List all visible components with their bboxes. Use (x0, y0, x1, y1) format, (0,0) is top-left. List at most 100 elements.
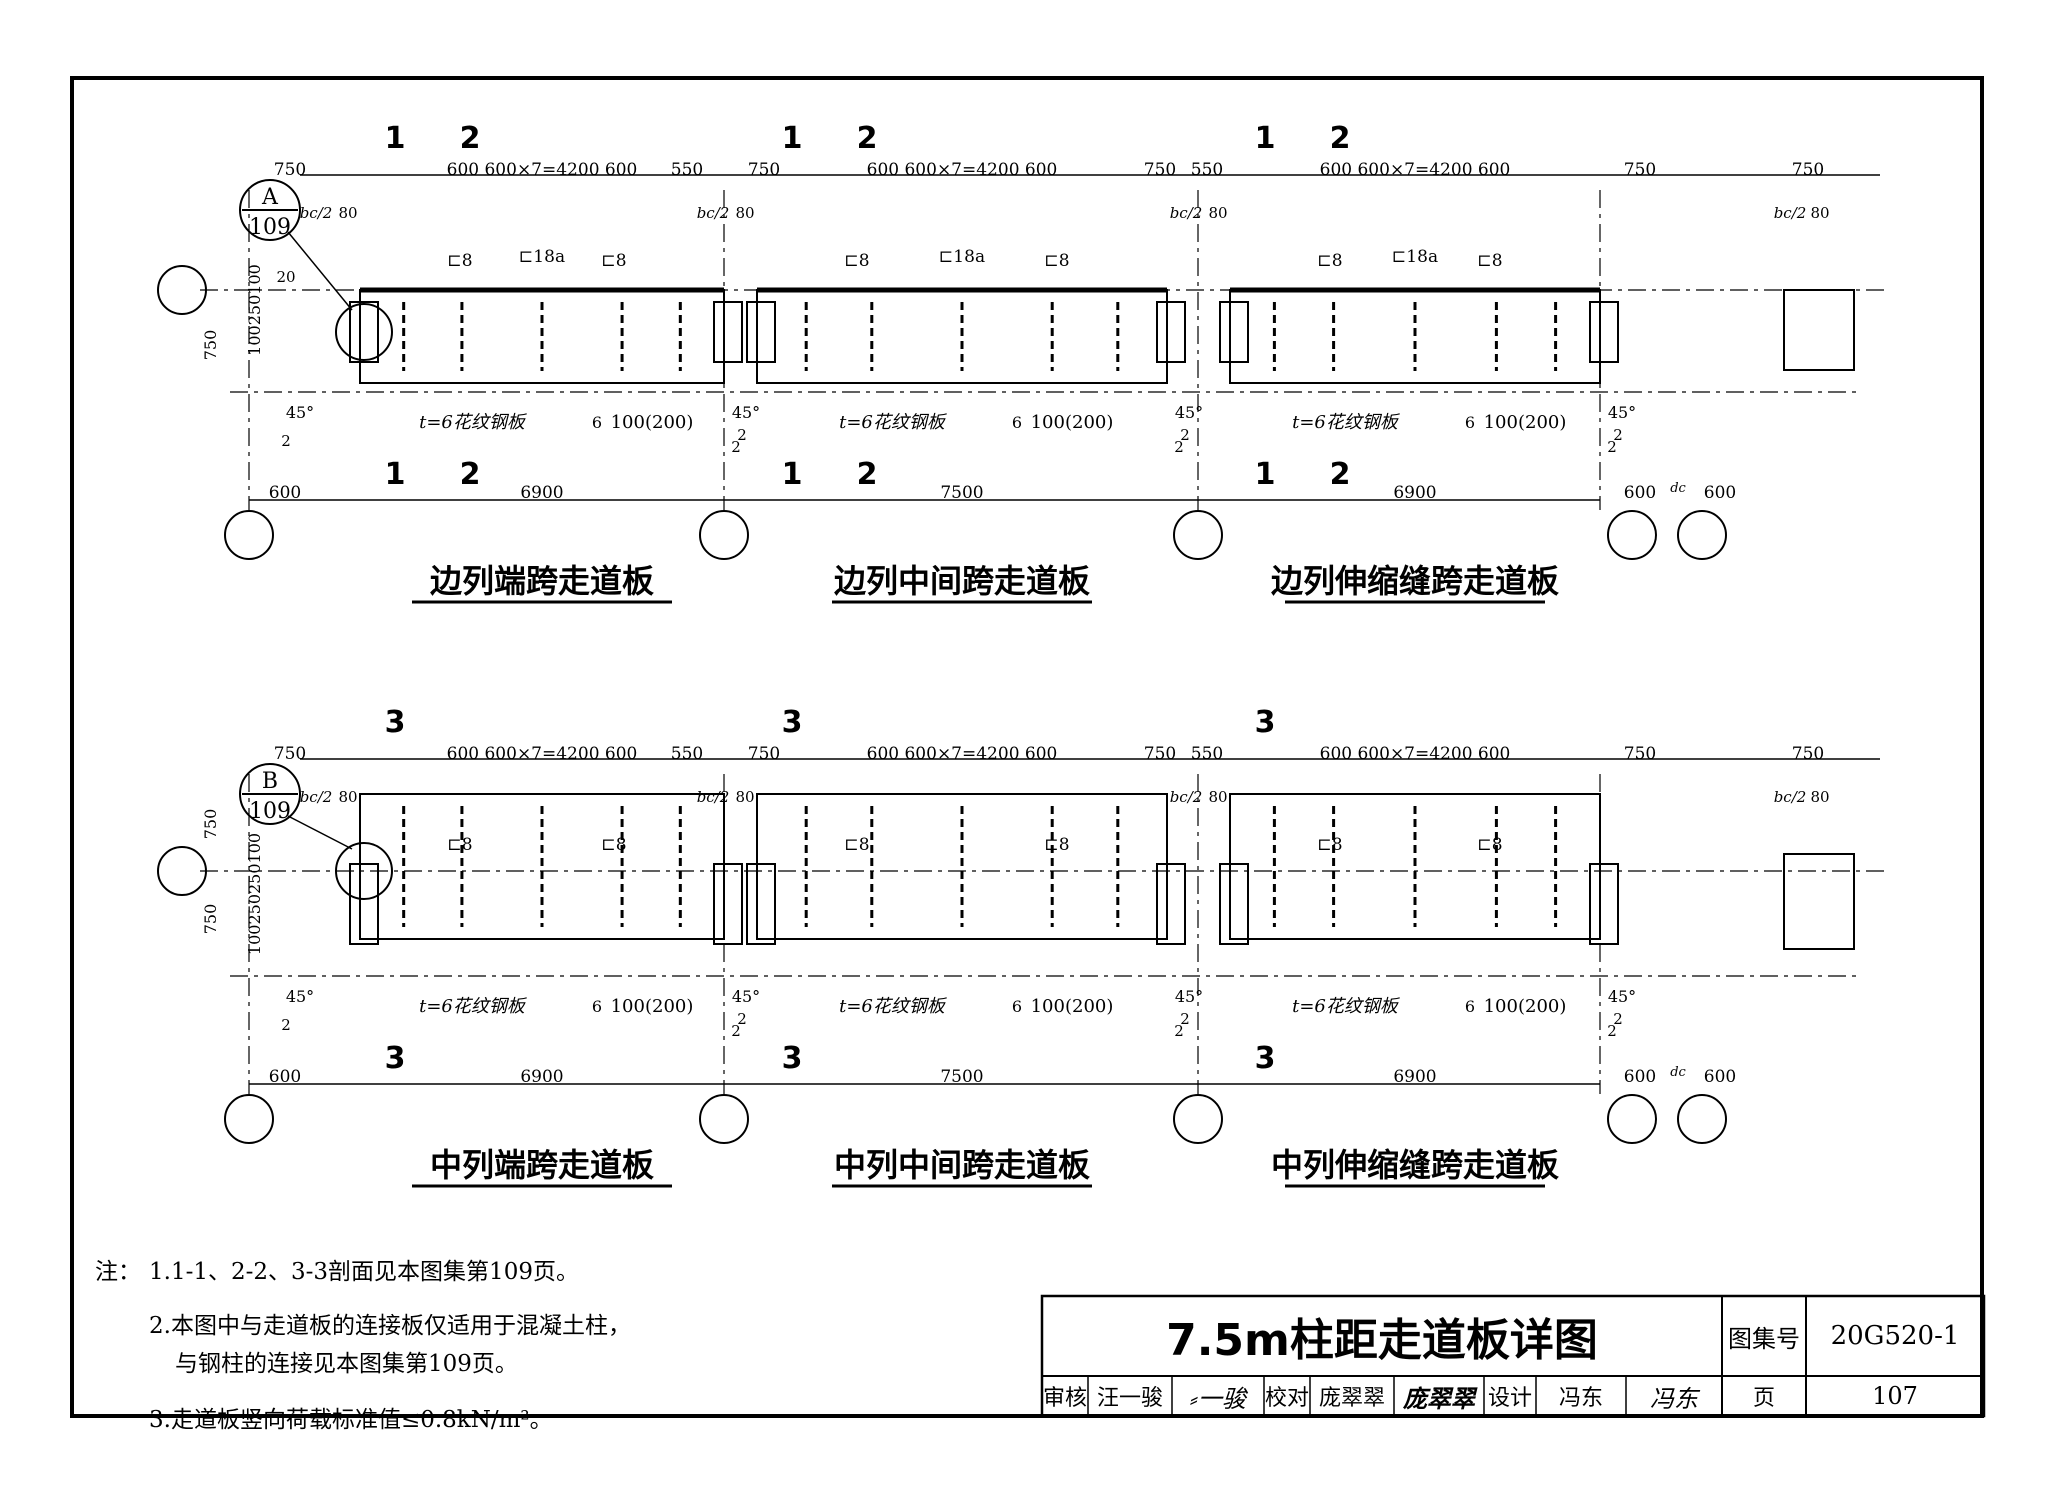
dimension-bc2: bc/2 (1170, 788, 1203, 806)
axis-bubble-column (1173, 1094, 1223, 1144)
dimension-left: 750 (274, 160, 306, 180)
dimension-left: 750 (274, 744, 306, 764)
detail-callout-target (335, 842, 393, 900)
weld-size: 6 (592, 413, 602, 432)
angle-45-left: 45° (286, 403, 314, 422)
channel-callout: ⊏8 (1317, 251, 1342, 271)
section-cut-mark-lower: 3 (782, 1041, 803, 1076)
dimension-80: 80 (1208, 788, 1227, 806)
dimension-span: 6900 (520, 483, 563, 503)
channel-18a-callout: ⊏18a (1392, 247, 1438, 267)
dimension-span: 7500 (940, 1067, 983, 1087)
dimension-bc2: bc/2 (1170, 204, 1203, 222)
drawing-title: 7.5m柱距走道板详图 (1166, 1315, 1598, 1366)
plate-callout: t=6花纹钢板 (419, 412, 528, 433)
dimension-far-750: 750 (1792, 160, 1824, 180)
angle-45: 45° (1175, 987, 1203, 1006)
axis-bubble-column (224, 510, 274, 560)
fillet-left: 2 (281, 432, 291, 450)
connection-plate (1156, 863, 1186, 945)
channel-callout-right: ⊏8 (601, 835, 626, 855)
dimension-far-bc2: bc/2 (1774, 788, 1807, 806)
dimension-dc: dc (1670, 1065, 1686, 1080)
dimension-joint-600-2: 600 (1704, 483, 1736, 503)
channel-18a-callout: ⊏18a (939, 247, 985, 267)
axis-bubble-column (699, 510, 749, 560)
dimension-middle: 600 600×7=4200 600 (1320, 160, 1511, 180)
dimension-middle: 600 600×7=4200 600 (867, 744, 1058, 764)
dimension-bc2: bc/2 (300, 788, 333, 806)
fillet-weld: 2 (1180, 1010, 1190, 1028)
fillet-weld-sub: 2 (731, 438, 741, 456)
plate-callout: t=6花纹钢板 (1292, 412, 1401, 433)
axis-bubble-column (224, 1094, 274, 1144)
atlas-number: 20G520-1 (1830, 1321, 1960, 1351)
stub-plate (1783, 853, 1855, 950)
connection-plate (1589, 863, 1619, 945)
vertical-dimension-750: 750 (201, 809, 220, 840)
note-3: 3.走道板竖向荷载标准值≤0.8kN/m²。 (149, 1407, 553, 1433)
design-label: 设计 (1487, 1386, 1532, 1411)
section-cut-mark-2: 2 (460, 121, 481, 156)
note-1: 1.1-1、2-2、3-3剖面见本图集第109页。 (149, 1259, 579, 1285)
dimension-80: 80 (735, 788, 754, 806)
plate-callout: t=6花纹钢板 (839, 412, 948, 433)
dimension-80: 80 (338, 204, 357, 222)
dimension-middle: 600 600×7=4200 600 (867, 160, 1058, 180)
dimension-20: 20 (276, 268, 295, 286)
panel-title: 中列中间跨走道板 (834, 1146, 1090, 1184)
dimension-80: 80 (1208, 204, 1227, 222)
dimension-middle: 600 600×7=4200 600 (447, 160, 638, 180)
dimension-left: 750 (1144, 744, 1176, 764)
dimension-left: 750 (1144, 160, 1176, 180)
vertical-dimension-750-b: 750 (201, 904, 220, 935)
section-cut-mark: 3 (1255, 705, 1276, 740)
angle-45: 45° (1175, 403, 1203, 422)
dimension-end-600: 600 (269, 483, 301, 503)
detail-callout-letter: A (261, 185, 279, 210)
atlas-label: 图集号 (1728, 1324, 1800, 1353)
dimension-middle: 600 600×7=4200 600 (447, 744, 638, 764)
plate-callout: t=6花纹钢板 (419, 996, 528, 1017)
connection-plate (1219, 301, 1249, 363)
section-cut-mark: 1 (385, 121, 406, 156)
weld-spacing: 100(200) (1484, 412, 1567, 433)
dimension-80: 80 (338, 788, 357, 806)
dimension-joint-600: 600 (1624, 483, 1656, 503)
dimension-far-80: 80 (1810, 204, 1829, 222)
channel-callout: ⊏8 (844, 251, 869, 271)
channel-callout: ⊏8 (1317, 835, 1342, 855)
panel-title: 边列中间跨走道板 (834, 562, 1090, 600)
axis-bubble-column (1677, 1094, 1727, 1144)
vertical-dimension-stack: 100250100 (245, 264, 264, 356)
fillet-weld: 2 (1613, 426, 1623, 444)
walkway-plate (756, 793, 1168, 940)
panel-title: 边列伸缩缝跨走道板 (1271, 562, 1559, 600)
weld-size: 6 (592, 997, 602, 1016)
section-cut-mark-2: 2 (1330, 121, 1351, 156)
section-cut-mark-lower: 3 (1255, 1041, 1276, 1076)
fillet-weld-sub: 2 (731, 1022, 741, 1040)
vertical-dimension-750: 750 (201, 330, 220, 361)
dimension-right: 750 (1624, 160, 1656, 180)
detail-callout-leader (287, 815, 353, 850)
channel-callout-right: ⊏8 (1044, 251, 1069, 271)
note-2-continued: 与钢柱的连接见本图集第109页。 (175, 1351, 518, 1377)
weld-spacing: 100(200) (1031, 996, 1114, 1017)
connection-plate (1219, 863, 1249, 945)
panel-title: 中列伸缩缝跨走道板 (1271, 1146, 1559, 1184)
dimension-span: 7500 (940, 483, 983, 503)
axis-bubble-column (1677, 510, 1727, 560)
page-number: 107 (1872, 1382, 1918, 1410)
section-cut-mark-lower: 1 (385, 457, 406, 492)
fillet-weld-sub: 2 (1607, 1022, 1617, 1040)
review-label: 审核 (1042, 1386, 1087, 1411)
section-cut-mark-2-lower: 2 (1330, 457, 1351, 492)
weld-size: 6 (1465, 997, 1475, 1016)
reviewer-signature: ⸗一骏 (1190, 1384, 1246, 1413)
connection-plate (713, 863, 743, 945)
dimension-far-80: 80 (1810, 788, 1829, 806)
note-2: 2.本图中与走道板的连接板仅适用于混凝土柱， (149, 1313, 631, 1339)
reviewer-name: 汪一骏 (1096, 1386, 1163, 1411)
walkway-plate (1229, 793, 1601, 940)
